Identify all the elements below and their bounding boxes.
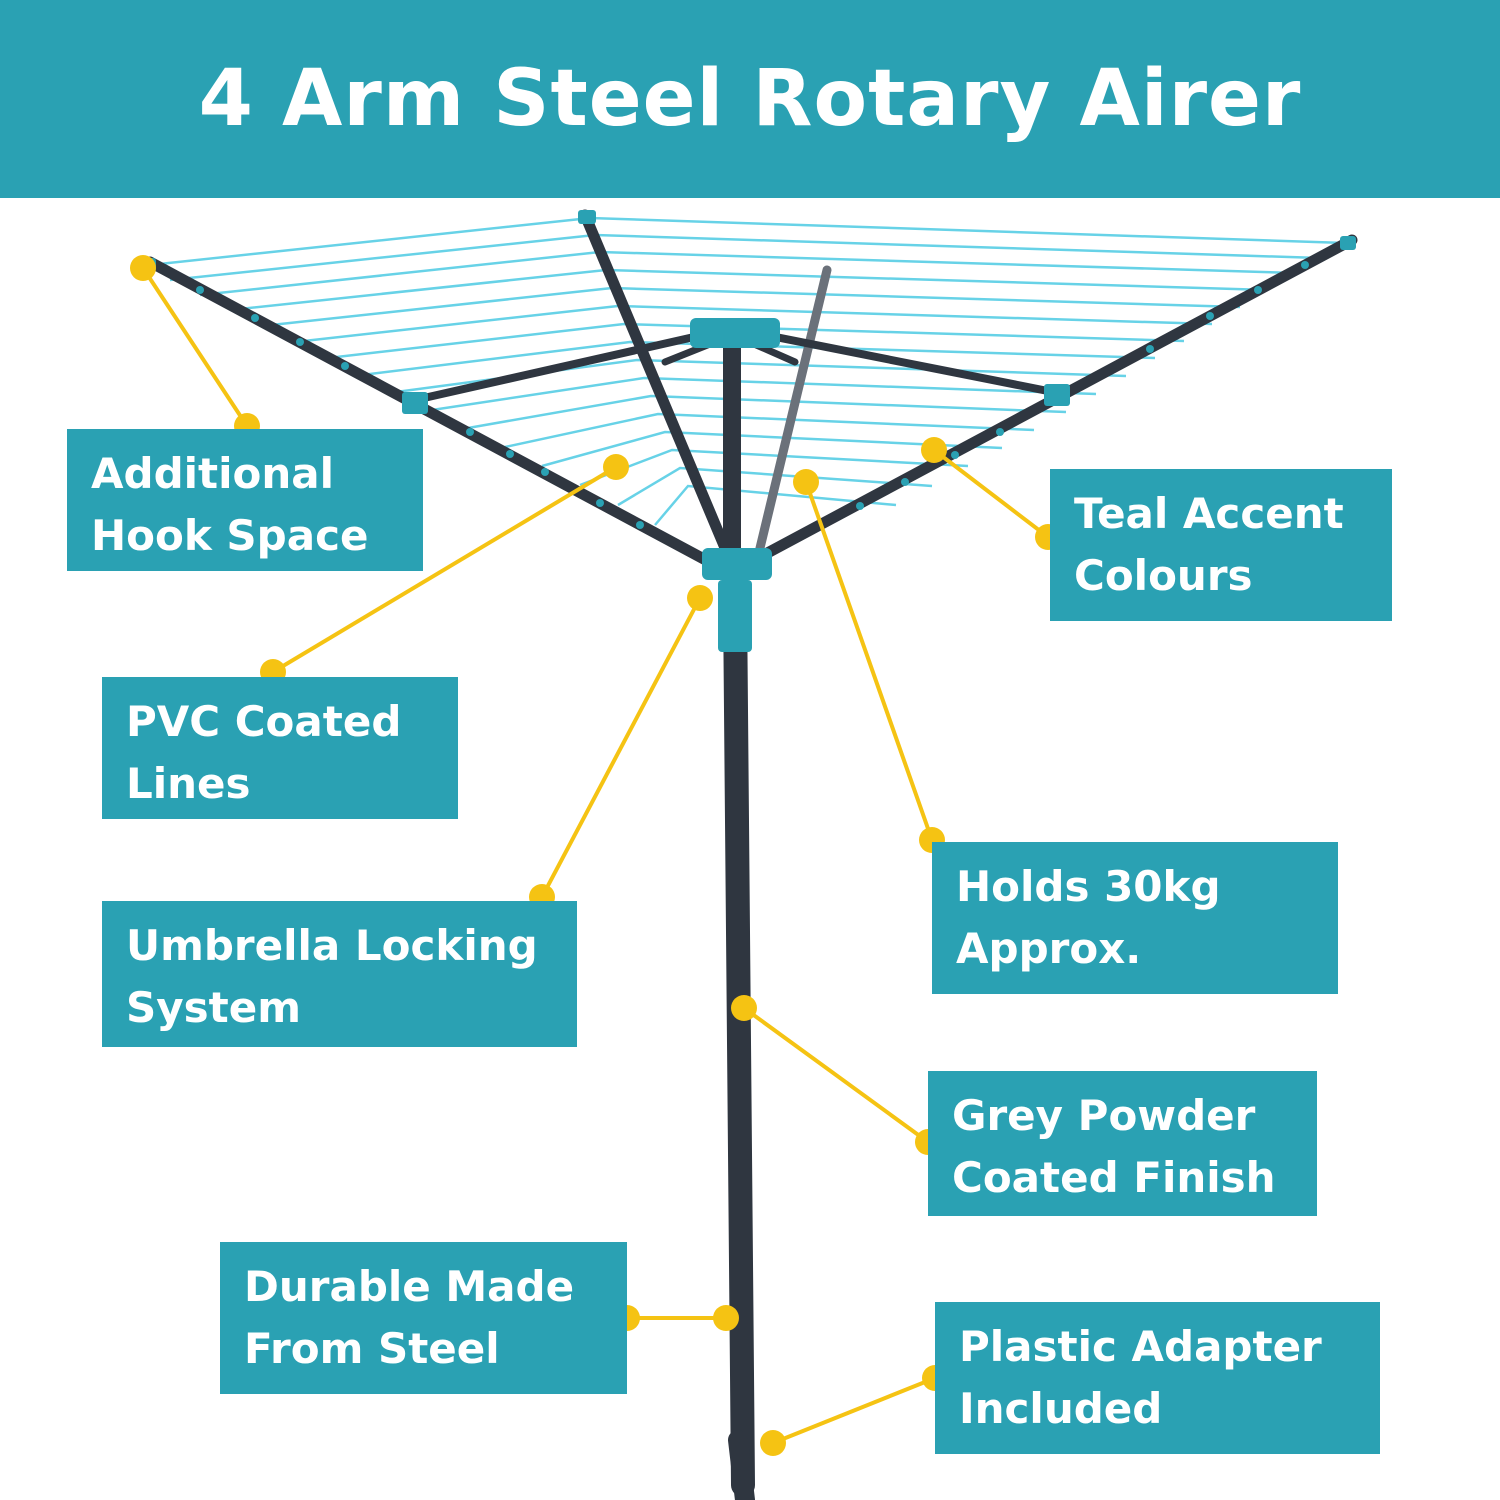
callout-holds-30kg: Holds 30kg Approx.: [932, 842, 1338, 994]
callout-pvc-lines: PVC Coated Lines: [102, 677, 458, 819]
airer-frame: [144, 209, 1358, 1500]
page-title: 4 Arm Steel Rotary Airer: [198, 54, 1302, 144]
callout-umbrella-lock: Umbrella Locking System: [102, 901, 577, 1047]
callout-grey-finish: Grey Powder Coated Finish: [928, 1071, 1317, 1216]
callout-durable-steel: Durable Made From Steel: [220, 1242, 627, 1394]
callout-teal-accent: Teal Accent Colours: [1050, 469, 1392, 621]
washing-lines: [149, 216, 1346, 526]
callout-plastic-adapter: Plastic Adapter Included: [935, 1302, 1380, 1454]
callout-leaders: [141, 266, 1050, 1445]
callout-hook-space: Additional Hook Space: [67, 429, 423, 571]
line-hooks: [196, 261, 1309, 529]
title-banner: 4 Arm Steel Rotary Airer: [0, 0, 1500, 198]
